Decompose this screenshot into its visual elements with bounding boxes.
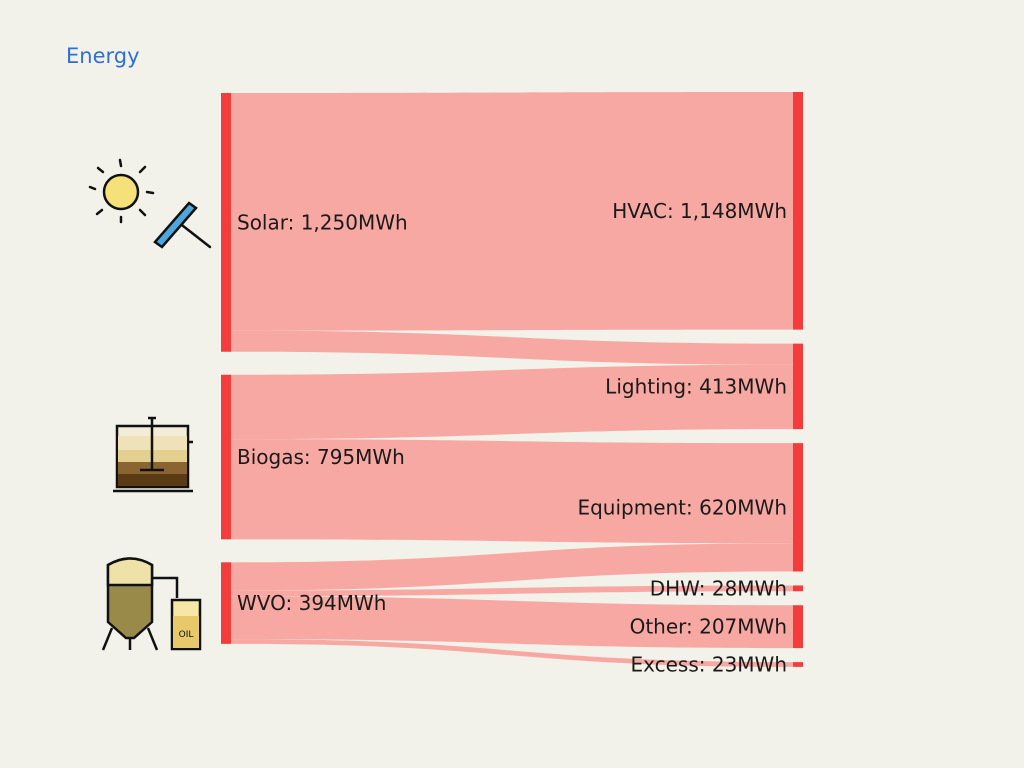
oil-tank-icon: OIL <box>101 557 202 651</box>
link-wvo-excess <box>231 639 793 667</box>
sun-icon <box>88 158 155 224</box>
link-wvo-equipment <box>231 543 793 591</box>
oil-label: OIL <box>179 630 194 640</box>
solar-panel-icon <box>153 201 212 249</box>
page-title: Energy <box>66 44 140 68</box>
node-hvac <box>793 92 803 330</box>
label-solar: Solar: 1,250MWh <box>237 210 408 234</box>
sankey-links <box>231 92 793 667</box>
label-excess: Excess: 23MWh <box>630 652 787 676</box>
sun-and-solar-panel-icon <box>88 158 212 249</box>
label-wvo: WVO: 394MWh <box>237 591 386 615</box>
node-excess <box>793 662 803 667</box>
link-solar-hvac <box>231 92 793 331</box>
node-wvo <box>221 562 231 644</box>
node-solar <box>221 93 231 352</box>
sankey-nodes <box>221 92 803 667</box>
label-equipment: Equipment: 620MWh <box>577 495 787 519</box>
link-biogas-equipment <box>231 439 793 544</box>
node-dhw <box>793 585 803 592</box>
label-other: Other: 207MWh <box>630 615 787 639</box>
label-lighting: Lighting: 413MWh <box>605 374 787 398</box>
link-solar-lighting <box>231 330 793 365</box>
label-dhw: DHW: 28MWh <box>650 576 787 600</box>
node-equipment <box>793 443 803 572</box>
link-biogas-lighting <box>231 364 793 440</box>
link-wvo-other <box>231 596 793 649</box>
label-hvac: HVAC: 1,148MWh <box>612 199 787 223</box>
node-lighting <box>793 343 803 430</box>
biogas-digester-icon <box>113 416 193 493</box>
label-biogas: Biogas: 795MWh <box>237 445 405 469</box>
link-wvo-dhw <box>231 585 793 597</box>
node-biogas <box>221 374 231 540</box>
node-other <box>793 605 803 649</box>
